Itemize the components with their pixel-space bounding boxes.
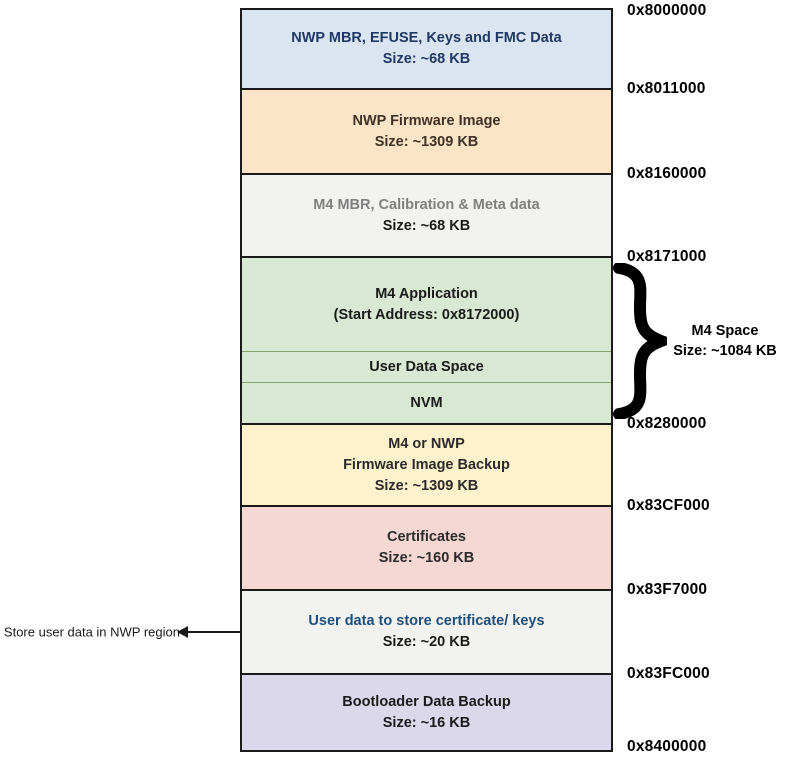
region-user-certificate-data: User data to store certificate/ keys Siz…: [242, 591, 611, 675]
address-label: 0x8160000: [627, 165, 707, 182]
region-bootloader-backup: Bootloader Data Backup Size: ~16 KB: [242, 675, 611, 750]
region-title: NWP MBR, EFUSE, Keys and FMC Data: [291, 30, 562, 46]
region-title: NVM: [410, 394, 443, 411]
region-size: Size: ~1309 KB: [374, 133, 479, 150]
region-size: Size: ~68 KB: [382, 217, 471, 234]
region-size: Size: ~16 KB: [382, 714, 471, 731]
region-title: User data to store certificate/ keys: [308, 613, 545, 629]
store-user-data-note: Store user data in NWP region: [3, 624, 180, 640]
m4-space-size: Size: ~1084 KB: [673, 343, 777, 359]
region-firmware-backup: M4 or NWP Firmware Image Backup Size: ~1…: [242, 425, 611, 507]
left-arrow-icon: [177, 626, 188, 638]
region-size: Size: ~20 KB: [382, 634, 471, 650]
m4-space-title: M4 Space: [691, 323, 759, 339]
region-title: Certificates: [387, 529, 466, 545]
region-title: NWP Firmware Image: [352, 112, 501, 129]
region-m4-mbr: M4 MBR, Calibration & Meta data Size: ~6…: [242, 175, 611, 258]
region-title: Bootloader Data Backup: [342, 693, 511, 710]
region-certificates: Certificates Size: ~160 KB: [242, 507, 611, 591]
address-label: 0x83CF000: [627, 497, 710, 514]
region-title: M4 Application: [375, 285, 478, 302]
brace-icon: [613, 263, 667, 419]
address-label: 0x8000000: [627, 2, 707, 19]
address-label: 0x8280000: [627, 415, 707, 432]
region-subtitle: (Start Address: 0x8172000): [333, 306, 520, 323]
address-label: 0x83F7000: [627, 581, 708, 598]
region-m4-space-group: M4 Application (Start Address: 0x8172000…: [242, 258, 611, 425]
region-size: Size: ~160 KB: [378, 550, 475, 566]
region-title: User Data Space: [369, 358, 484, 375]
region-user-data-space: User Data Space: [242, 352, 611, 383]
region-size: Size: ~1309 KB: [374, 477, 479, 494]
region-nvm: NVM: [242, 383, 611, 423]
m4-space-label: M4 Space Size: ~1084 KB: [664, 321, 786, 361]
left-arrow-line: [187, 631, 241, 633]
region-nwp-mbr: NWP MBR, EFUSE, Keys and FMC Data Size: …: [242, 10, 611, 90]
region-title: M4 MBR, Calibration & Meta data: [313, 196, 540, 213]
region-size: Size: ~68 KB: [382, 51, 471, 67]
flash-memory-column: NWP MBR, EFUSE, Keys and FMC Data Size: …: [240, 8, 613, 752]
address-label: 0x8171000: [627, 248, 707, 265]
address-label: 0x83FC000: [627, 665, 710, 682]
region-subtitle: Firmware Image Backup: [343, 456, 510, 473]
region-title: M4 or NWP: [388, 435, 465, 452]
address-label: 0x8011000: [627, 80, 706, 97]
region-nwp-firmware: NWP Firmware Image Size: ~1309 KB: [242, 90, 611, 175]
address-label: 0x8400000: [627, 738, 707, 755]
region-m4-application: M4 Application (Start Address: 0x8172000…: [242, 258, 611, 352]
